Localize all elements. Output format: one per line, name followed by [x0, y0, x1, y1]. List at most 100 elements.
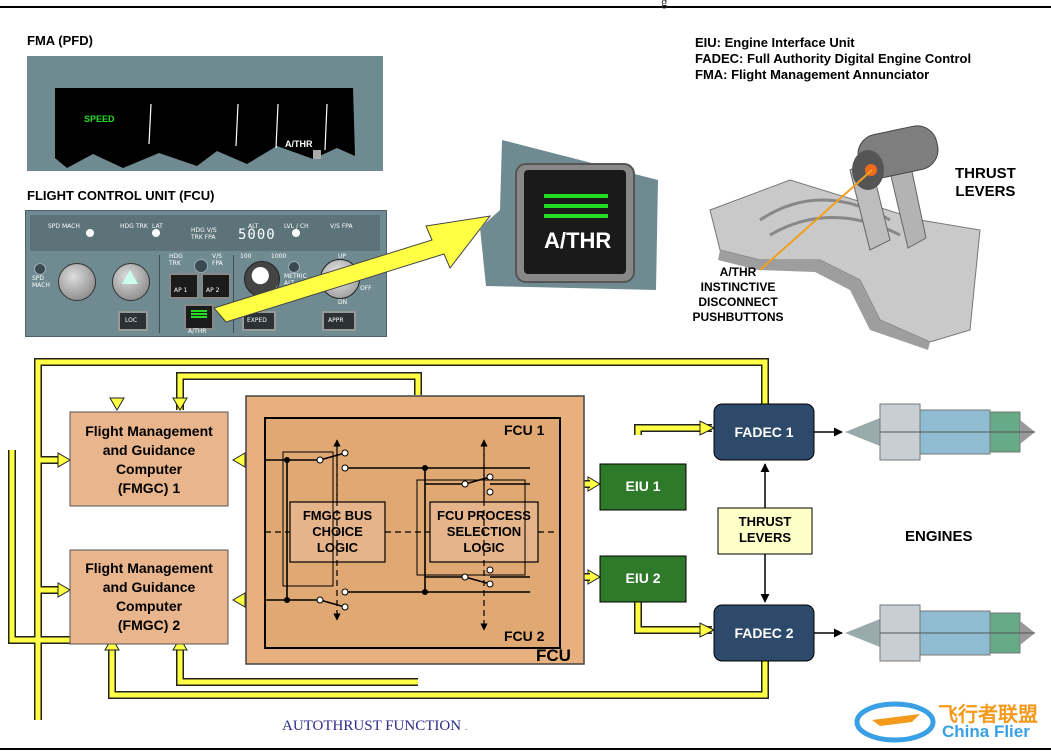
- fcu-alt: ALT: [248, 223, 259, 230]
- fcu-appr-button[interactable]: [322, 311, 356, 331]
- legend-eiu: EIU: Engine Interface Unit: [695, 35, 855, 50]
- fcu-hdg-trk-vs-fpa-pushbutton[interactable]: [194, 259, 208, 273]
- fcu-process-logic-frame: [416, 479, 526, 576]
- thrust-levers-box-label: THRUST LEVERS: [718, 514, 812, 546]
- athr-closeup-label: A/THR: [544, 228, 612, 253]
- fcu-process-line: LOGIC: [463, 540, 505, 555]
- fcu-metric-alt-pushbutton[interactable]: [288, 261, 300, 273]
- legend: EIU: Engine Interface Unit FADEC: Full A…: [695, 35, 971, 83]
- fcu-lvl-ch: LVL / CH: [284, 223, 309, 230]
- fcu-label: FCU: [536, 646, 571, 665]
- fmgc-bus-line: FMGC BUS: [302, 508, 373, 523]
- caption-suffix: .: [465, 722, 468, 732]
- fcu-hdg-trk-btn-label: HDG TRK: [169, 253, 183, 267]
- fma-speed-label: SPEED: [84, 114, 115, 124]
- fcu-divider-1: [159, 255, 160, 333]
- fcu-panel-title: FLIGHT CONTROL UNIT (FCU): [27, 188, 215, 203]
- fmgc2-label: Flight Management and Guidance Computer …: [70, 559, 228, 635]
- fcu-wiring: [265, 452, 530, 608]
- athr-disconnect-callout: A/THR INSTINCTIVE DISCONNECT PUSHBUTTONS: [676, 265, 800, 325]
- fmgc2-line: Computer: [115, 598, 183, 614]
- fcu-trk: TRK: [136, 223, 148, 230]
- fcu-athr-bar: [191, 316, 207, 318]
- fcu-heading-knob-triangle-icon: [122, 270, 138, 284]
- fcu-altitude-knob[interactable]: [244, 261, 280, 297]
- fcu-exped-label: EXPED: [247, 317, 267, 324]
- fcu-process-logic-label: FCU PROCESS SELECTION LOGIC: [430, 508, 538, 556]
- fcu-metric-alt-label: METRIC ALT: [284, 273, 307, 287]
- watermark: 飞行者联盟 China Flier: [850, 690, 1050, 750]
- fcu-alt-value: 5000: [238, 227, 276, 243]
- fcu-process-line: FCU PROCESS: [437, 508, 531, 523]
- fcu-athr-button[interactable]: [184, 304, 214, 330]
- autothrust-schematic: [8, 358, 1035, 720]
- top-rule: [0, 6, 1051, 8]
- fmgc-bus-logic-frame: [282, 451, 334, 587]
- watermark-english: China Flier: [942, 722, 1030, 741]
- fmgc2-line: and Guidance: [102, 579, 196, 595]
- fmgc1-box: [69, 411, 229, 507]
- fmgc-bus-line: LOGIC: [316, 540, 359, 555]
- callout-line: A/THR: [719, 265, 757, 279]
- fcu-loc-label: LOC: [125, 317, 138, 324]
- fcu-ap2-label: AP 2: [206, 287, 220, 294]
- fcu-athr-label: A/THR: [188, 328, 207, 335]
- engines-label: ENGINES: [905, 528, 973, 545]
- thrust-arrows: [760, 427, 843, 638]
- fcu-athr-bar: [191, 313, 207, 315]
- fcu-athr-bar: [191, 310, 207, 312]
- fcu-process-line: SELECTION: [446, 524, 522, 539]
- fcu-spd-mach-knob-label: SPD MACH: [32, 275, 50, 289]
- thrust-levers-title: THRUST LEVERS: [955, 165, 1016, 201]
- callout-line: DISCONNECT: [698, 295, 778, 309]
- fcu-100-label: 100: [240, 253, 252, 260]
- watermark-chinese: 飞行者联盟: [938, 702, 1038, 726]
- fcu-junctions: [284, 457, 428, 603]
- thrust-levers-title-line1: THRUST: [955, 165, 1016, 182]
- fmgc1-line: Computer: [115, 461, 183, 477]
- caption-text: AUTOTHRUST FUNCTION: [282, 718, 462, 734]
- yellow-bus: [8, 358, 769, 720]
- legend-fadec: FADEC: Full Authority Digital Engine Con…: [695, 51, 972, 66]
- dashed-control-lines: [265, 439, 558, 631]
- eiu1-box: [599, 463, 687, 511]
- fcu-panel: SPD MACH HDG TRK LAT HDG V/S TRK FPA ALT…: [25, 210, 387, 337]
- thrust-levers-box: [717, 507, 813, 555]
- eiu1-label: EIU 1: [625, 478, 661, 494]
- fmgc2-line: Flight Management: [85, 560, 213, 576]
- fcu-lvl-indicator: [292, 229, 300, 237]
- fma-display: [27, 56, 383, 171]
- fmgc1-label: Flight Management and Guidance Computer …: [70, 422, 228, 498]
- fcu-spd-mach-pushbutton[interactable]: [34, 263, 46, 275]
- callout-arrow: [213, 215, 492, 323]
- thrust-lever-illustration: [709, 125, 981, 350]
- fcu-appr-label: APPR: [328, 317, 344, 324]
- fmgc2-box: [69, 549, 229, 645]
- thrust-box-line: LEVERS: [738, 530, 791, 545]
- fcu-1000-label: 1000: [271, 253, 287, 260]
- athr-closeup: [480, 140, 658, 290]
- thrust-levers-title-line2: LEVERS: [955, 183, 1016, 200]
- callout-line: INSTINCTIVE: [700, 280, 776, 294]
- fcu-hdg: HDG: [120, 223, 134, 230]
- fcu-loc-button[interactable]: [118, 311, 148, 331]
- engine-1-illustration: [845, 403, 1035, 461]
- fcu-speed-knob[interactable]: [58, 263, 96, 301]
- fcu-lat: LAT: [152, 223, 163, 230]
- fcu-ap2-button[interactable]: [201, 273, 231, 299]
- fcu-divider-2: [233, 255, 234, 333]
- fcu2-label: FCU 2: [504, 628, 545, 644]
- eiu2-box: [599, 555, 687, 603]
- fcu1-label: FCU 1: [504, 422, 545, 438]
- fcu-spd-indicator: [86, 229, 94, 237]
- fmgc1-line: Flight Management: [85, 423, 213, 439]
- fcu-vs-fpa-btn-label: V/S FPA: [212, 253, 223, 267]
- switch-contacts: [316, 449, 494, 611]
- fmgc-bus-line: CHOICE: [312, 524, 363, 539]
- fcu-ap1-button[interactable]: [169, 273, 199, 299]
- fcu-lat-indicator: [152, 229, 160, 237]
- fcu-trk-fpa: TRK FPA: [191, 234, 216, 241]
- legend-fma: FMA: Flight Management Annunciator: [695, 67, 930, 82]
- fcu-ap1-label: AP 1: [174, 287, 188, 294]
